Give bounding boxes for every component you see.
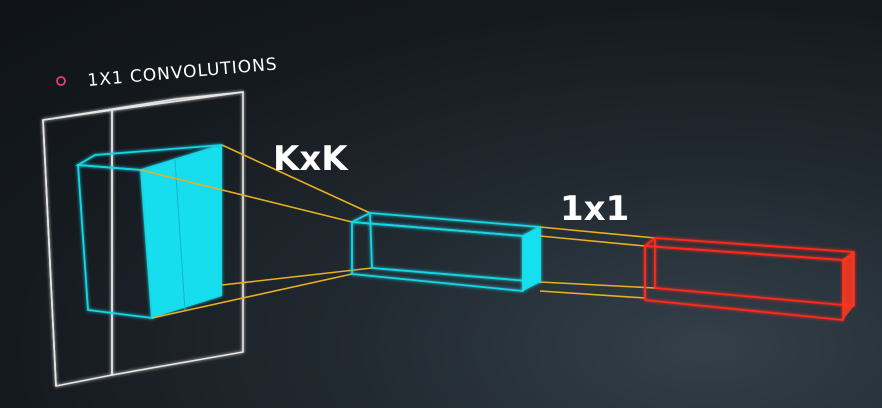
bullet-icon: [56, 76, 66, 86]
pointwise-projection-lines: [539, 226, 656, 299]
kernel-size-label: KxK: [273, 139, 349, 179]
kernel-projection-lines: [140, 144, 373, 319]
input-volume: [42, 91, 244, 387]
intermediate-tensor: [351, 212, 541, 292]
slide-title: 1X1 CONVOLUTIONS: [87, 54, 279, 91]
pointwise-label: 1x1: [560, 189, 629, 229]
output-end-face: [843, 252, 854, 320]
pointwise-slice: [523, 227, 540, 291]
output-volume: [644, 237, 855, 321]
feature-slab: [75, 144, 223, 320]
